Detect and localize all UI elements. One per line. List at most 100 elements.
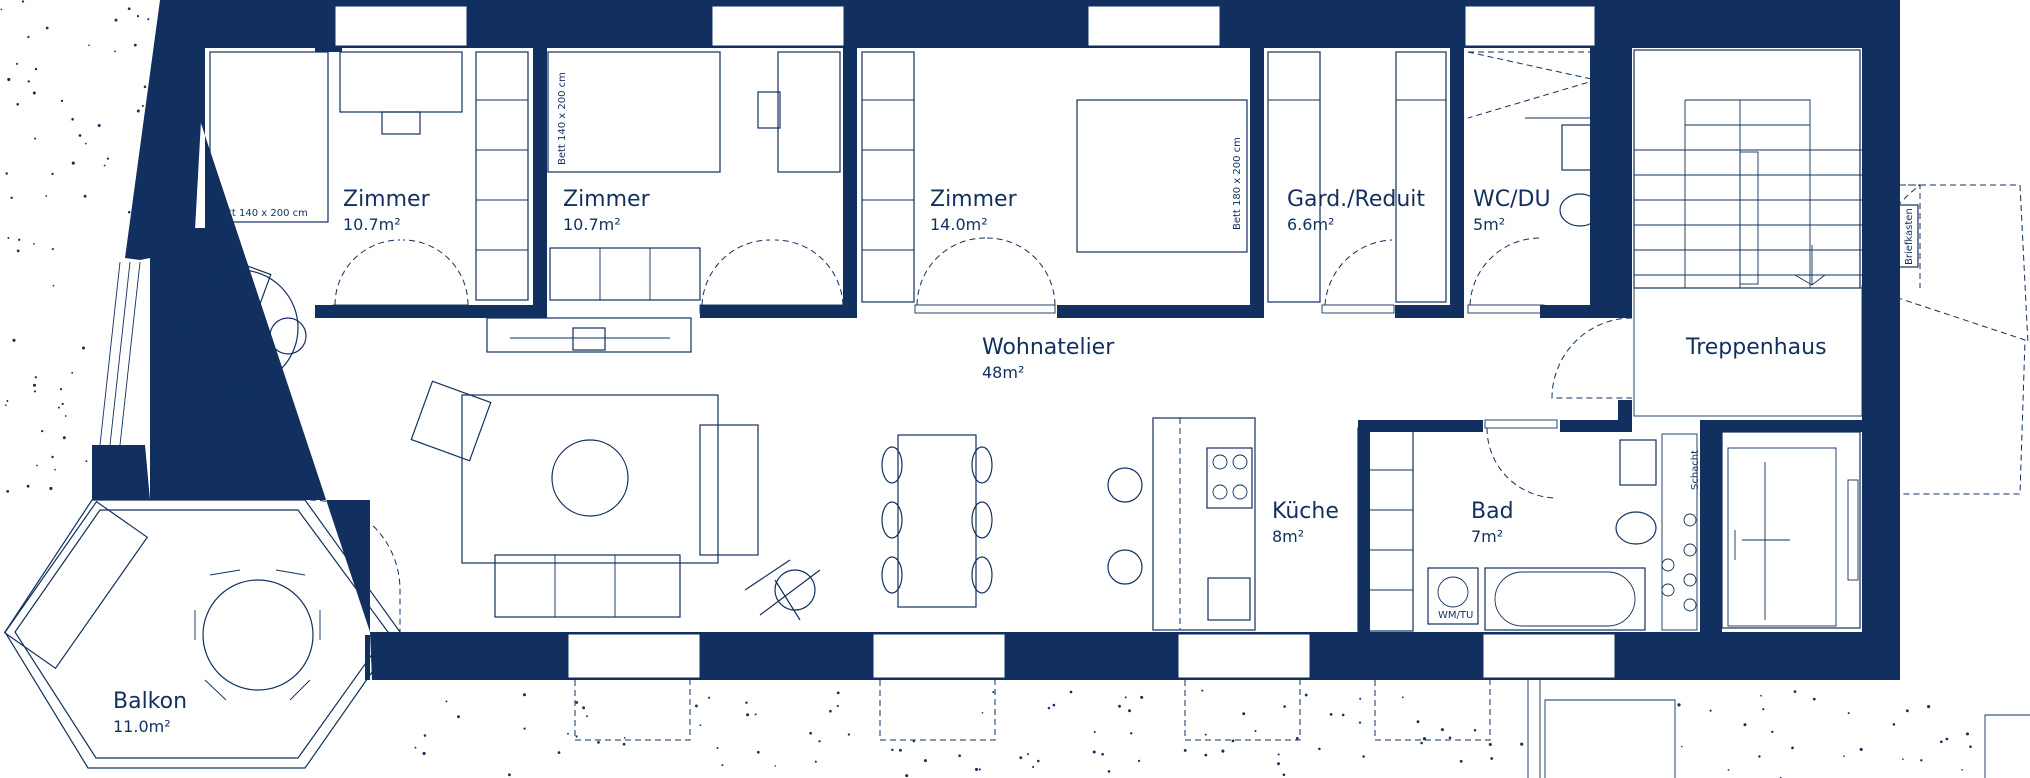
stipple-dot [85, 460, 88, 463]
stipple-dot [1052, 703, 1056, 707]
stipple-dot [836, 691, 840, 695]
stipple-dot [1927, 705, 1931, 709]
door-swing-1 [334, 239, 469, 306]
chair-1 [381, 111, 421, 135]
stipple-dot [41, 429, 44, 433]
corridor-wall-1b [472, 305, 547, 318]
stipple-dot [905, 774, 909, 778]
stipple-dot [829, 709, 832, 713]
shaft-1-label: Schacht [1602, 255, 1613, 295]
stipple-dot [721, 764, 724, 767]
stipple-dot [1965, 732, 1970, 736]
door-swing-bad [1486, 427, 1558, 499]
stipple-dot [1859, 747, 1863, 751]
shelf-gard-2 [1395, 51, 1447, 303]
stipple-dot [59, 387, 63, 391]
wall-bad-shower [1700, 420, 1722, 632]
stipple-dot [136, 109, 140, 113]
stipple-dot [423, 734, 427, 737]
kitchen-cabinet-lines [1358, 469, 1413, 591]
stair-outline [1633, 49, 1861, 289]
stipple-dot [847, 733, 851, 736]
balkon-bench [3, 500, 149, 670]
stipple-dot [1440, 728, 1444, 732]
stipple-dot [1416, 720, 1420, 724]
stipple-dot [71, 161, 75, 165]
room-area-zimmer-3: 14.0m² [930, 215, 988, 234]
stipple-dot [1939, 740, 1943, 744]
stipple-dot [1793, 690, 1797, 693]
pipe-b6 [1661, 583, 1675, 597]
pipe-1 [1598, 103, 1612, 117]
stipple-dot [7, 237, 10, 239]
balkon-chairs [194, 569, 321, 701]
stipple-dot [127, 210, 131, 214]
stipple-dot [746, 713, 750, 717]
stipple-dot [127, 7, 131, 11]
stipple-dot [106, 157, 109, 160]
wall-bad-top-2 [1560, 420, 1632, 432]
dining-table [897, 434, 977, 608]
door-swing-wc [1469, 237, 1541, 306]
stipple-dot [45, 195, 48, 197]
stipple-dot [923, 759, 927, 763]
stipple-dot [1201, 689, 1204, 692]
stipple-dot [1282, 773, 1286, 777]
toilet-bad [1615, 511, 1657, 545]
stipple-dot [1069, 690, 1073, 694]
wall-stub-2 [1702, 418, 1717, 428]
pipe-b1 [1683, 513, 1697, 527]
stipple-dot [1743, 723, 1747, 727]
shaft-bad [1661, 433, 1698, 631]
stipple-dot [1204, 753, 1208, 757]
kitchen-cabinet [1357, 427, 1414, 632]
balkon [3, 499, 401, 769]
burner-4 [1232, 484, 1248, 500]
stipple-dot [582, 706, 586, 710]
left-slanted-wall [125, 0, 205, 260]
stair-steps-1 [1634, 149, 1862, 276]
room-labels: Zimmer 10.7m² Zimmer 10.7m² Zimmer 14.0m… [113, 187, 1827, 736]
room-area-zimmer-2: 10.7m² [563, 215, 621, 234]
stipple-dot [78, 134, 82, 137]
stipple-dot [1318, 747, 1321, 751]
room-area-wc: 5m² [1473, 215, 1505, 234]
stipple-dot [694, 704, 698, 708]
stipple-dot [81, 346, 86, 350]
stipple-dot [1221, 749, 1225, 753]
stair-lift-shaft [1721, 431, 1861, 629]
stair-arrow [1794, 245, 1826, 286]
desk-1 [339, 51, 463, 113]
stipple-dot [707, 696, 711, 699]
stipple-dot [1762, 708, 1765, 711]
stipple-dot [141, 104, 144, 108]
stipple-dot [16, 103, 19, 106]
corridor-wall-3 [1057, 305, 1264, 318]
stipple-dot [586, 715, 588, 718]
shelf-gard-1 [1267, 51, 1321, 303]
stipple-dot [836, 705, 839, 708]
armchair-2 [410, 380, 492, 462]
stipple-dot [61, 402, 64, 405]
room-area-balkon: 11.0m² [113, 717, 171, 736]
stipple-dot [1254, 729, 1257, 733]
stipple-dot [1422, 737, 1427, 741]
stipple-dot [1488, 742, 1492, 747]
stipple-dot [88, 44, 90, 47]
room-label-wohnatelier: Wohnatelier [982, 335, 1115, 360]
stipple-dot [1892, 723, 1896, 726]
stipple-dot [1473, 728, 1477, 732]
wall-gard-wc [1450, 48, 1464, 318]
stipple-dot [71, 118, 74, 121]
stipple-dot [0, 8, 3, 11]
mailbox [1897, 204, 1919, 268]
stipple-dot [6, 490, 10, 493]
stipple-dot [1277, 762, 1280, 766]
stipple-dot [1709, 709, 1712, 712]
stipple-dot [457, 715, 460, 719]
stipple-dot [1137, 759, 1141, 763]
pipe-b2 [1683, 543, 1697, 557]
stipple-dot [1124, 696, 1127, 699]
stipple-dot [522, 693, 527, 697]
